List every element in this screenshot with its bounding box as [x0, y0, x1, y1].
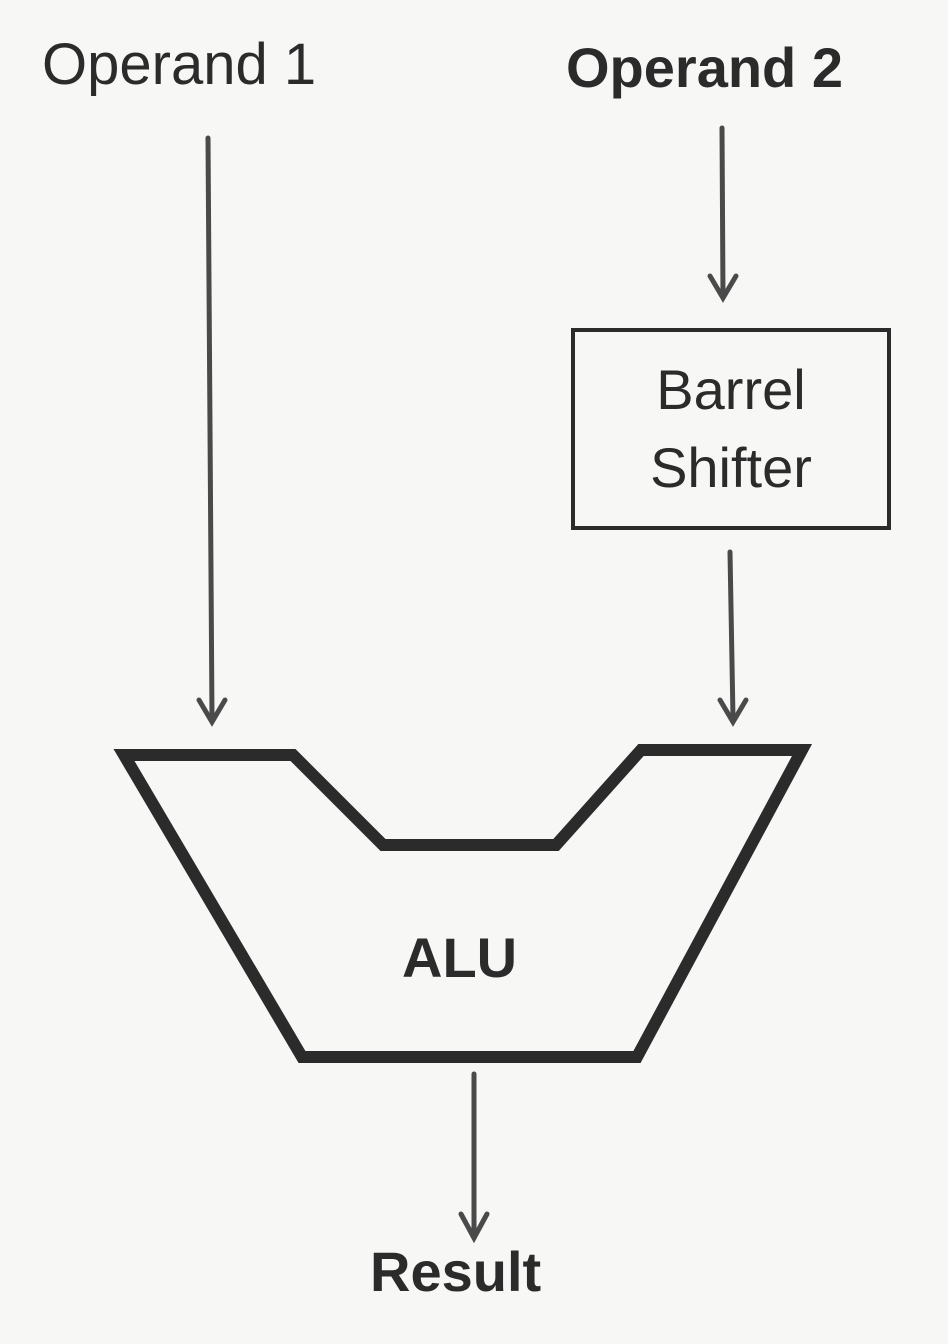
shifter-to-alu-arrow [717, 549, 749, 727]
result-label: Result [370, 1240, 542, 1303]
result-arrow [458, 1071, 490, 1244]
barrel-shifter-label-line2: Shifter [650, 436, 812, 499]
operand1-label: Operand 1 [42, 32, 317, 97]
operand2-arrow [707, 125, 739, 303]
barrel-shifter-label-line1: Barrel [656, 357, 806, 421]
operand2-label: Operand 2 [566, 36, 843, 99]
operand1-arrow [196, 135, 228, 727]
alu-label: ALU [402, 926, 518, 989]
barrel-shifter-box: Barrel Shifter [571, 328, 891, 530]
alu-shape [113, 744, 813, 1063]
